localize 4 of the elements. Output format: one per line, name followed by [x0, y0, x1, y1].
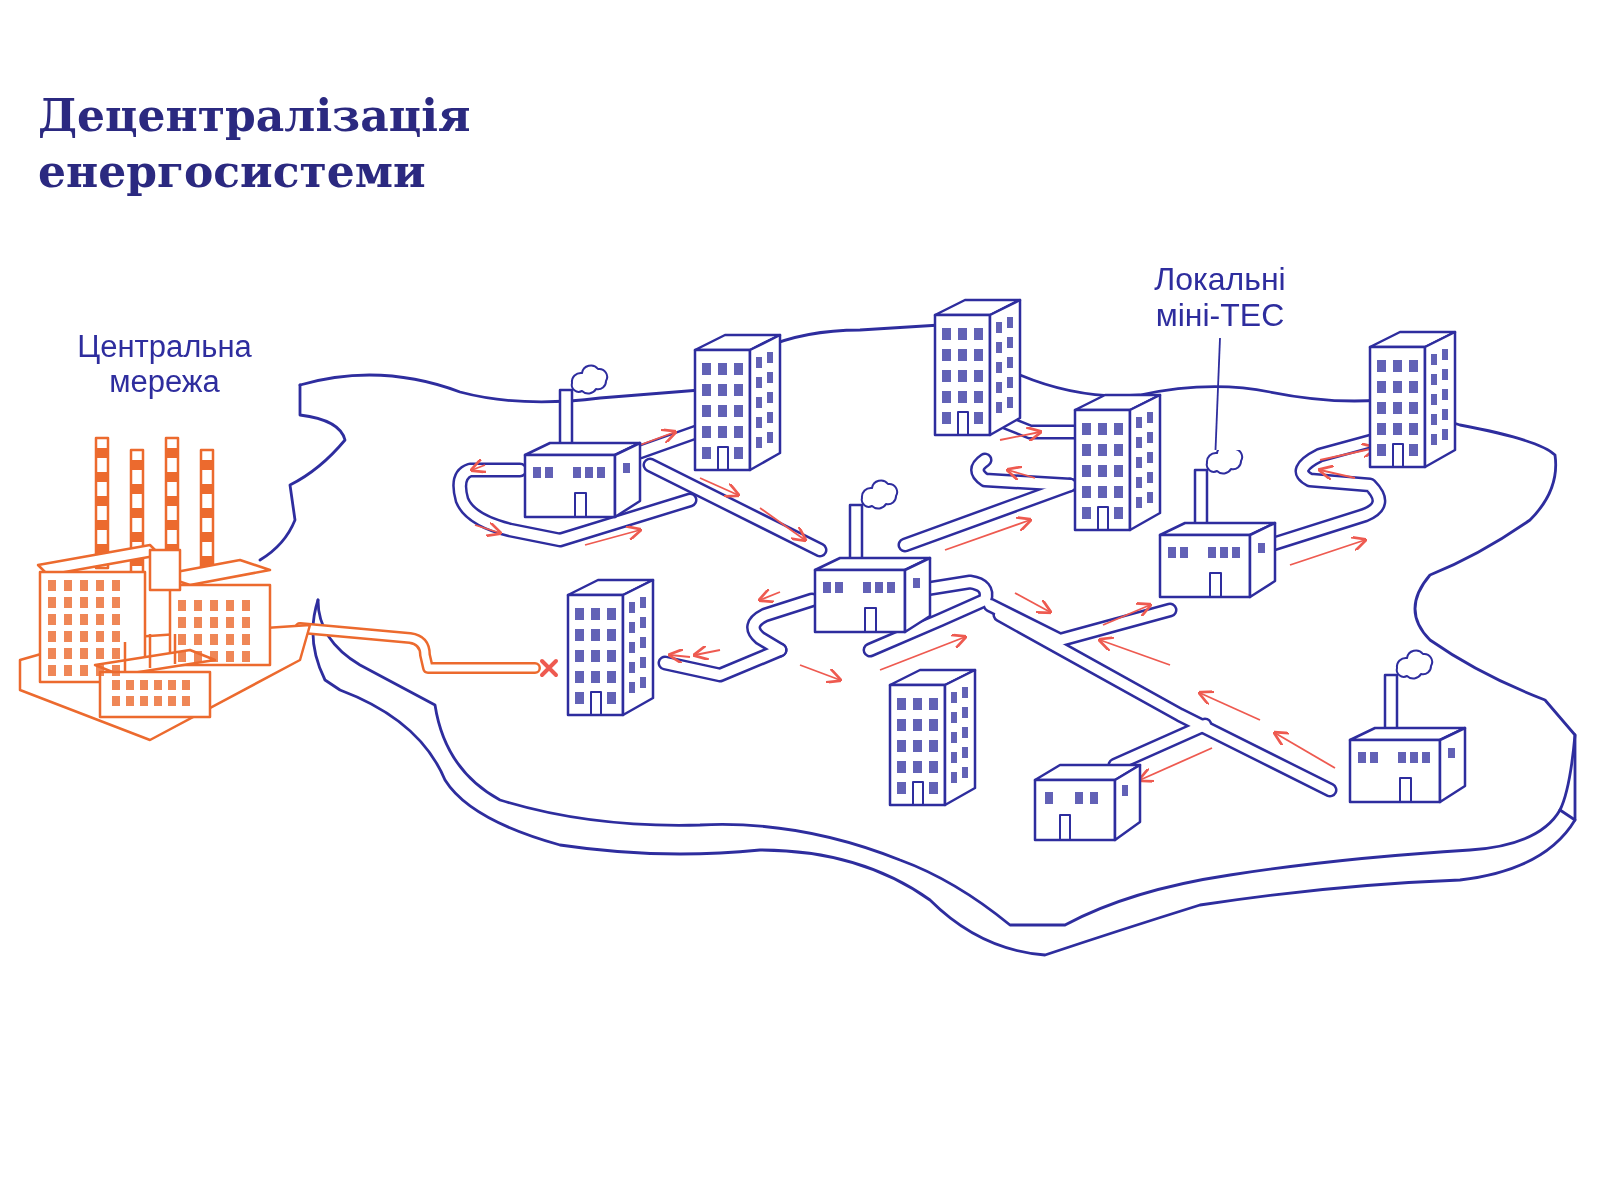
- title: Децентралізація енергосистеми: [38, 89, 472, 199]
- node-label: Локальні міні-ТЕС: [1153, 262, 1287, 334]
- leader-line: [1214, 337, 1221, 451]
- node-label: Центральна мережа: [76, 330, 253, 400]
